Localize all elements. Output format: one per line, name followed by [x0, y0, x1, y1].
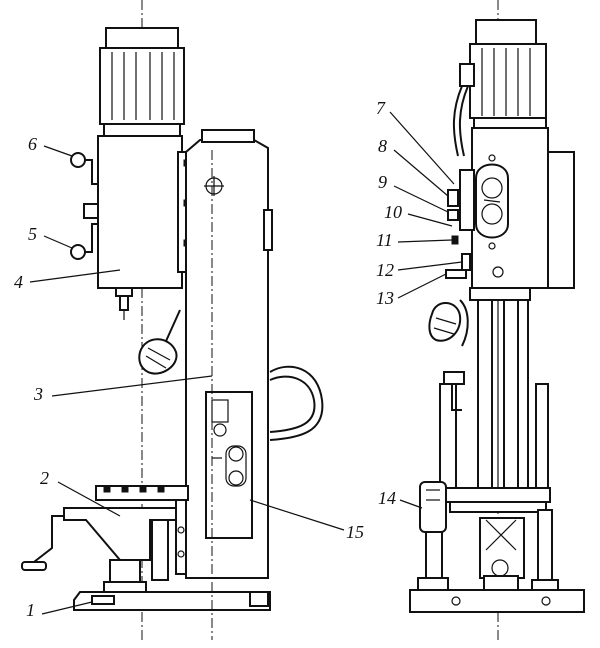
- control-panel: [205, 391, 253, 539]
- callout-10: 10: [384, 202, 402, 222]
- motor-front: [459, 19, 547, 143]
- table-side: [21, 485, 189, 593]
- motor-cap: [105, 27, 179, 49]
- base-side: [73, 591, 271, 611]
- handle-6-knob: [70, 152, 86, 168]
- callout-14: 14: [378, 488, 396, 508]
- column-side: [185, 129, 324, 579]
- cable-front: [452, 85, 463, 157]
- callout-12: 12: [376, 260, 394, 280]
- base-body: [73, 591, 271, 611]
- handles-side: [70, 152, 99, 260]
- callout-labels: 1 2 3 4 5 6 7 8 9 10 11 12 13 14 15: [14, 98, 402, 620]
- callout-8: 8: [378, 136, 387, 156]
- front-view: [409, 0, 585, 640]
- feed-lever-front: [428, 299, 469, 411]
- leader-lines: [29, 111, 463, 615]
- motor-flange: [103, 123, 181, 137]
- callout-3: 3: [33, 384, 43, 404]
- support-column-front: [417, 481, 449, 591]
- callout-2: 2: [40, 468, 49, 488]
- callout-6: 6: [28, 134, 37, 154]
- table-front: [445, 487, 551, 591]
- head-front: [445, 127, 575, 289]
- callout-1: 1: [26, 600, 35, 620]
- feed-lever-side: [138, 309, 181, 375]
- callout-4: 4: [14, 272, 23, 292]
- base-front: [409, 589, 585, 613]
- callout-9: 9: [378, 172, 387, 192]
- callout-5: 5: [28, 224, 37, 244]
- callout-7: 7: [376, 98, 386, 118]
- spindle-head-side: [97, 135, 193, 320]
- callout-15: 15: [346, 522, 364, 542]
- callout-11: 11: [376, 230, 393, 250]
- spindle-head-body: [97, 135, 183, 289]
- callout-13: 13: [376, 288, 394, 308]
- handle-5-knob: [70, 244, 86, 260]
- side-view: [21, 0, 324, 640]
- motor-side: [99, 27, 185, 137]
